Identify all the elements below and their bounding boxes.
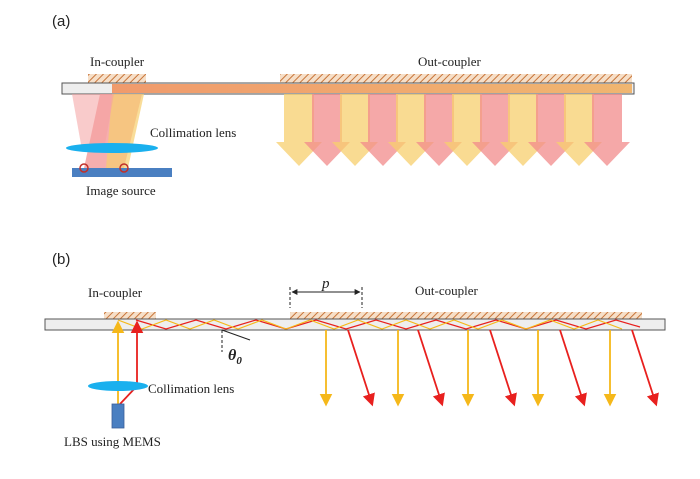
in-coupler-label-b: In-coupler [88, 285, 143, 300]
lbs-source-block [111, 403, 125, 429]
in-coupler-label-a: In-coupler [90, 54, 145, 69]
in-coupler-grating-a [88, 74, 146, 83]
out-coupler-label-b: Out-coupler [415, 283, 478, 298]
period-label: p [321, 276, 330, 292]
collimation-lens-label-b: Collimation lens [148, 381, 234, 396]
output-rays-b [319, 329, 659, 407]
guided-light-a [112, 84, 632, 93]
panel-a-label: (a) [52, 13, 70, 30]
in-coupler-grating-b [104, 312, 156, 319]
out-coupler-grating-b [290, 312, 642, 319]
angle-indicator [221, 329, 251, 352]
out-coupler-label-a: Out-coupler [418, 54, 481, 69]
out-coupler-grating-a [280, 74, 632, 83]
source-pixel-yellow [119, 163, 129, 173]
guided-ray-red-b [135, 319, 641, 330]
source-pixel-red [79, 163, 89, 173]
image-source-block [72, 168, 172, 177]
waveguide-b [44, 318, 666, 331]
collimation-lens-a [66, 143, 158, 153]
panel-b: (b) In-coupler Out-coupler p [44, 251, 666, 449]
panel-b-label: (b) [52, 251, 70, 268]
panel-a: (a) In-coupler Out-coupler Collimation l… [52, 13, 635, 198]
output-beams-a [276, 94, 630, 166]
lbs-source-label: LBS using MEMS [64, 434, 161, 449]
input-beam-left-a [72, 94, 114, 150]
period-marker [289, 287, 363, 308]
guided-ray-yellow-b [117, 319, 623, 330]
angle-label: θ0 [228, 347, 242, 367]
collimation-lens-label-a: Collimation lens [150, 125, 236, 140]
collimation-lens-b [88, 381, 148, 391]
image-source-label: Image source [86, 183, 156, 198]
